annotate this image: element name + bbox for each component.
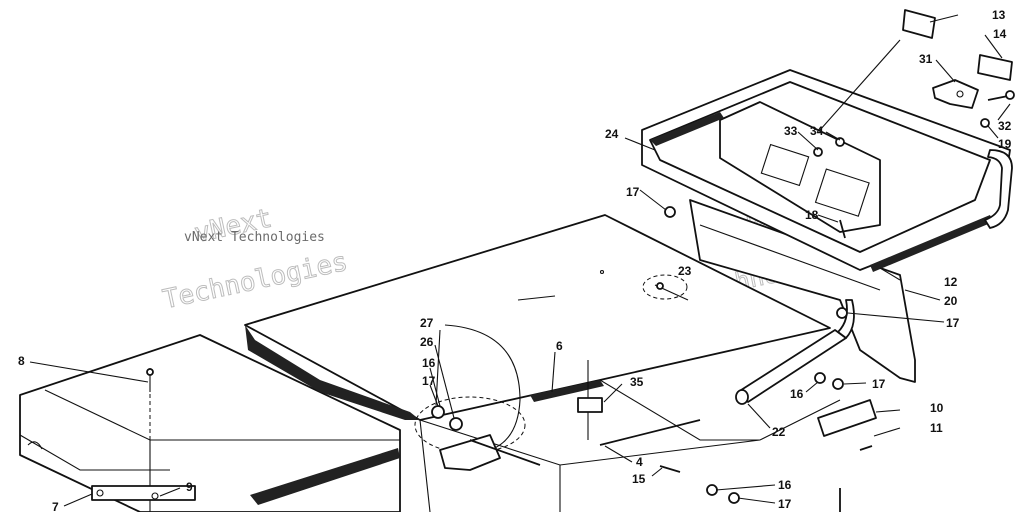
watermark-left: vNext Technologies vNext Technologies [160,203,351,316]
bracket-31 [932,79,979,109]
hinge-23 [642,274,689,301]
callout-16-lower: 16 [778,478,792,492]
leader-lines [29,14,1011,507]
rivet-8 [146,368,154,392]
callout-22: 22 [772,425,786,439]
latch-assembly [414,324,541,471]
callout-labels: 13 14 31 32 19 24 33 34 17 18 23 12 20 1… [18,8,1012,512]
screw-18 [839,219,846,239]
callout-24: 24 [605,127,619,141]
hood-panel-6 [244,214,841,512]
hinge-bracket-7 [91,485,196,501]
callout-34: 34 [810,124,824,138]
nut-17-upper [664,206,676,218]
callout-13: 13 [992,8,1006,22]
washer-16-lower [706,484,718,496]
svg-text:vNext Technologies: vNext Technologies [184,230,325,245]
callout-19: 19 [998,137,1012,151]
callout-4: 4 [636,455,643,469]
screw-11 [859,445,873,451]
callout-17-left: 17 [422,374,436,388]
bolt-15 [659,465,681,473]
callout-7: 7 [52,500,59,512]
support-tube-22 [735,299,855,405]
nut-17-lower [728,492,740,504]
callout-17-mid: 17 [946,316,960,330]
callout-14: 14 [993,27,1007,41]
callout-35: 35 [630,375,644,389]
callout-9: 9 [186,480,193,494]
callout-16-left: 16 [422,356,436,370]
callout-33: 33 [784,124,798,138]
nut-17-right [832,378,844,390]
clip-35 [577,397,603,413]
washer-16-right [814,372,826,384]
callout-8: 8 [18,354,25,368]
callout-17-lower: 17 [778,497,792,511]
callout-23: 23 [678,264,692,278]
rear-rack-24 [641,39,1013,272]
washers-33-34 [813,137,845,157]
plate-13 [902,9,936,39]
callout-6: 6 [556,339,563,353]
callout-32: 32 [998,119,1012,133]
callout-18: 18 [805,208,819,222]
callout-11: 11 [930,421,943,435]
left-body-panel [19,334,401,512]
callout-15: 15 [632,472,646,486]
nut-17-mid [836,307,848,319]
callout-16-right: 16 [790,387,804,401]
callout-17-right: 17 [872,377,886,391]
callout-12: 12 [944,275,958,289]
callout-31: 31 [919,52,933,66]
nut-19 [980,118,990,128]
callout-20: 20 [944,294,958,308]
reflector-10 [817,399,877,437]
callout-17-upper: 17 [626,185,640,199]
callout-27: 27 [420,316,434,330]
hinge-arm-20 [689,199,916,383]
bolt-32 [987,90,1015,101]
plate-14 [977,54,1013,81]
callout-10: 10 [930,401,944,415]
callout-26: 26 [420,335,434,349]
